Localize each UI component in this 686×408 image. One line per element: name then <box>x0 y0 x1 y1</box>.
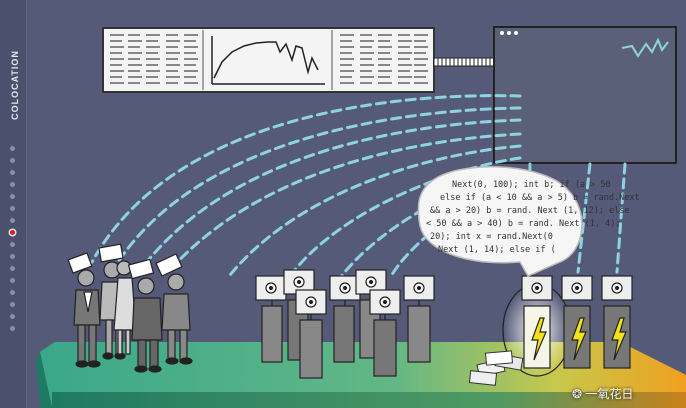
code-line: else if (a < 10 && a > 5) b = rand.Next <box>440 193 640 203</box>
lightning-icon <box>531 317 547 361</box>
progress-dot[interactable] <box>10 254 15 259</box>
lightning-icon <box>571 317 587 361</box>
progress-dot[interactable] <box>10 326 15 331</box>
progress-dot[interactable] <box>10 278 15 283</box>
price-chart <box>211 36 325 85</box>
code-line: Next(0, 100); int b; if (a > 50 <box>452 180 611 190</box>
server <box>403 275 435 363</box>
code-line: < 50 && a > 40) b = rand. Next (1, 4); <box>426 219 621 229</box>
progress-dot[interactable] <box>10 158 15 163</box>
watermark-text: 一氧花日 <box>585 387 634 401</box>
code-speech-bubble <box>417 166 583 277</box>
slide-progress-dots <box>9 146 17 338</box>
colocated-server <box>601 275 633 369</box>
exchange-window <box>493 26 677 164</box>
server <box>255 275 287 363</box>
sparkline-icon <box>621 37 669 58</box>
server <box>295 289 327 379</box>
trader <box>155 253 193 365</box>
progress-dot-active[interactable] <box>10 230 15 235</box>
trader <box>67 252 101 368</box>
lightning-icon <box>611 317 627 361</box>
section-title: COLOCATION <box>10 50 20 120</box>
server <box>329 275 361 363</box>
progress-dot[interactable] <box>10 206 15 211</box>
progress-dot[interactable] <box>10 302 15 307</box>
server-cluster <box>255 269 435 379</box>
progress-dot[interactable] <box>10 170 15 175</box>
progress-dot[interactable] <box>10 194 15 199</box>
progress-dot[interactable] <box>10 314 15 319</box>
colocated-servers <box>502 275 633 377</box>
progress-dot[interactable] <box>10 182 15 187</box>
cash-stack-icon <box>468 350 524 386</box>
colocated-server <box>561 275 593 369</box>
server <box>369 289 401 377</box>
wechat-watermark: ❂ 一氧花日 <box>572 385 633 402</box>
progress-dot[interactable] <box>10 266 15 271</box>
progress-dot[interactable] <box>10 242 15 247</box>
wechat-icon: ❂ <box>572 387 586 401</box>
progress-dot[interactable] <box>10 146 15 151</box>
code-line: && a > 20) b = rand. Next (1, 12); else <box>430 206 630 216</box>
market-data-board <box>102 27 495 93</box>
ticker-columns-right <box>340 34 428 84</box>
traders-group <box>67 243 193 373</box>
code-line: Next (1, 14); else if ( <box>438 245 556 255</box>
progress-dot[interactable] <box>10 218 15 223</box>
code-line: 20); int x = rand.Next(0 <box>430 232 553 242</box>
slide-sidebar: COLOCATION <box>0 0 27 408</box>
progress-dot[interactable] <box>10 290 15 295</box>
ticker-columns-left <box>110 34 198 84</box>
colocated-server-glowing <box>502 275 572 377</box>
trader <box>127 258 163 373</box>
